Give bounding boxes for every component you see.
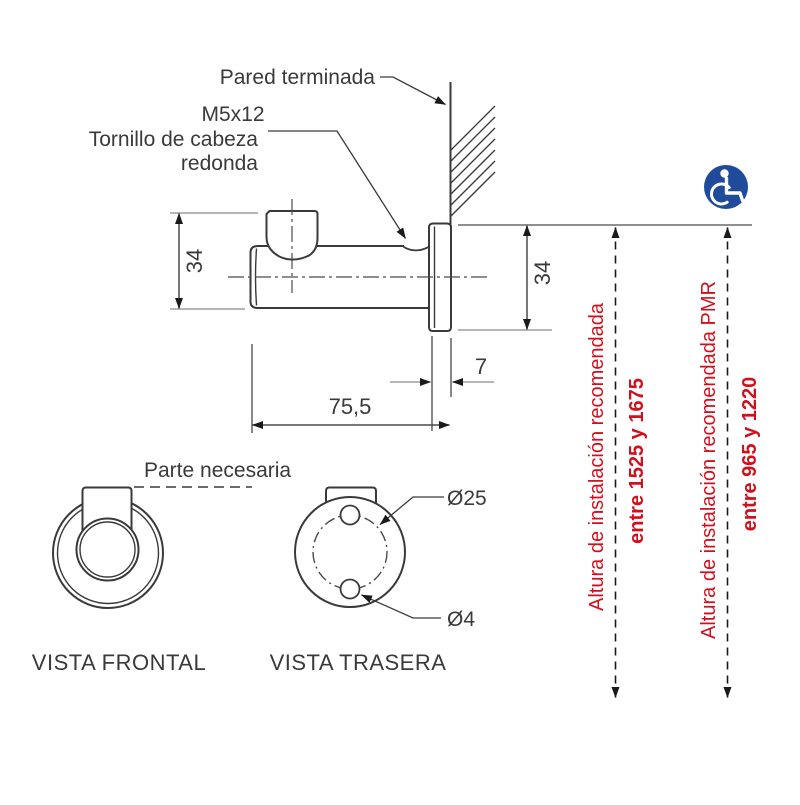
install-heights: Altura de instalación recomendada entre … <box>586 227 761 698</box>
wheelchair-wheel <box>710 182 731 206</box>
pmr-height-label: Altura de instalación recomendada PMR <box>698 281 720 639</box>
depth-value: 75,5 <box>329 394 372 419</box>
necessary-part-label: Parte necesaria <box>144 459 291 482</box>
wall-leader-line <box>380 76 446 106</box>
standard-height-range: entre 1525 y 1675 <box>626 378 648 544</box>
wall-label: Pared terminada <box>220 66 376 89</box>
front-view-title: VISTA FRONTAL <box>32 650 206 675</box>
dimensions: 34 34 7 75,5 <box>170 212 752 433</box>
left-height-value: 34 <box>182 249 207 273</box>
screw-label-line1: Tornillo de cabeza <box>89 128 259 151</box>
screw-leader-line <box>268 130 407 239</box>
screw-groove <box>403 246 430 252</box>
screw-hole-top <box>339 504 361 526</box>
standard-height-label: Altura de instalación recomendada <box>586 302 608 611</box>
hatch-line <box>450 127 496 173</box>
bolt-circle-leader <box>379 496 444 525</box>
hatch-line <box>450 105 496 151</box>
bolt-circle-diameter-label: Ø25 <box>447 487 487 510</box>
rear-view: Ø25 Ø4 VISTA TRASERA <box>270 486 487 675</box>
thickness-value: 7 <box>475 354 487 379</box>
hole-leader <box>361 594 441 619</box>
screw-size-label: M5x12 <box>201 103 264 126</box>
hatch-line <box>450 149 496 195</box>
callouts: Pared terminada M5x12 Tornillo de cabeza… <box>89 66 446 239</box>
pmr-height-range: entre 965 y 1220 <box>739 377 761 532</box>
screw-hole-bottom <box>339 578 361 600</box>
wheelchair-accessibility-icon <box>704 165 748 209</box>
side-view <box>228 199 488 332</box>
rear-outer-circle <box>294 496 406 608</box>
front-view: Parte necesaria VISTA FRONTAL <box>32 459 292 675</box>
hole-diameter-label: Ø4 <box>447 608 475 631</box>
wheelchair-head <box>720 169 729 178</box>
hatch-line <box>450 116 496 162</box>
finished-wall <box>449 82 496 226</box>
groove-mask <box>404 244 428 249</box>
flange-height-value: 34 <box>530 261 555 285</box>
hatch-line <box>450 171 496 217</box>
hatch-line <box>450 160 496 206</box>
front-inner-circle-inner-line <box>79 521 136 578</box>
front-inner-circle <box>75 517 140 582</box>
wall-hatch <box>450 105 496 217</box>
hatch-line <box>450 138 496 184</box>
screw-label-line2: redonda <box>181 152 258 175</box>
rear-view-title: VISTA TRASERA <box>270 650 447 675</box>
